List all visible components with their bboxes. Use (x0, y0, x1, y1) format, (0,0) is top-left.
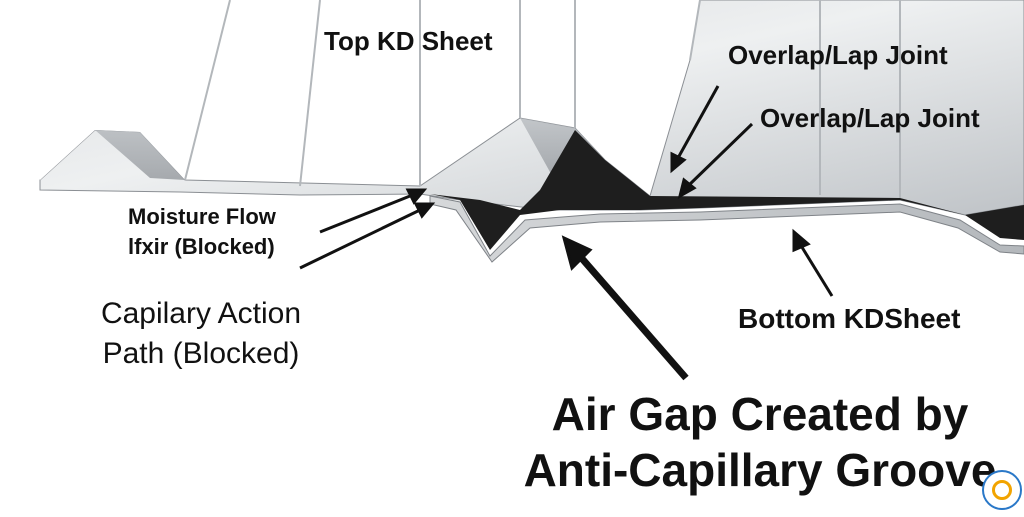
overlap-joint-label-2: Overlap/Lap Joint (760, 103, 980, 133)
capillary-path-label: Capilary Action Path (Blocked) (86, 294, 316, 374)
bottom-sheet-surface (429, 195, 1024, 263)
top-sheet-back-ridges (40, 0, 230, 180)
logo-ring-icon (992, 480, 1012, 500)
arrow-head-moisture (405, 188, 428, 205)
capillary-path-line-2: Path (Blocked) (102, 337, 300, 370)
air-gap-shadow (430, 130, 1024, 250)
top-sheet-corrugations (184, 0, 901, 198)
arrow-head-overlap-2 (677, 177, 697, 200)
moisture-flow-line-1: Moisture Flow (128, 204, 276, 229)
air-gap-label: Air Gap Created by Anti-Capillary Groove (500, 386, 1020, 498)
moisture-flow-line-2: lfxir (Blocked) (128, 234, 275, 259)
air-gap-line-2: Anti-Capillary Groove (523, 444, 997, 496)
air-gap-line-1: Air Gap Created by (551, 388, 969, 440)
arrow-overlap-2 (686, 122, 754, 188)
top-sheet-label: Top KD Sheet (324, 26, 493, 56)
moisture-flow-label: Moisture Flow lfxir (Blocked) (128, 202, 276, 262)
arrow-head-bottom-sheet (792, 228, 811, 253)
arrow-capillary (299, 208, 421, 270)
annotation-arrows (299, 85, 834, 381)
capillary-path-line-1: Capilary Action (100, 297, 302, 330)
arrow-moisture (319, 194, 411, 234)
company-seal-logo (982, 470, 1022, 510)
arrow-bottom-sheet (798, 243, 834, 297)
arrow-head-air-gap (561, 235, 593, 271)
bottom-sheet-label: Bottom KDSheet (738, 303, 961, 334)
arrow-head-capillary (413, 202, 436, 219)
arrow-overlap-1 (676, 85, 720, 159)
overlap-joint-label-1: Overlap/Lap Joint (728, 40, 948, 70)
arrow-air-gap (575, 251, 689, 381)
arrow-head-overlap-1 (670, 151, 687, 174)
sheet-rib-shading (95, 118, 605, 190)
